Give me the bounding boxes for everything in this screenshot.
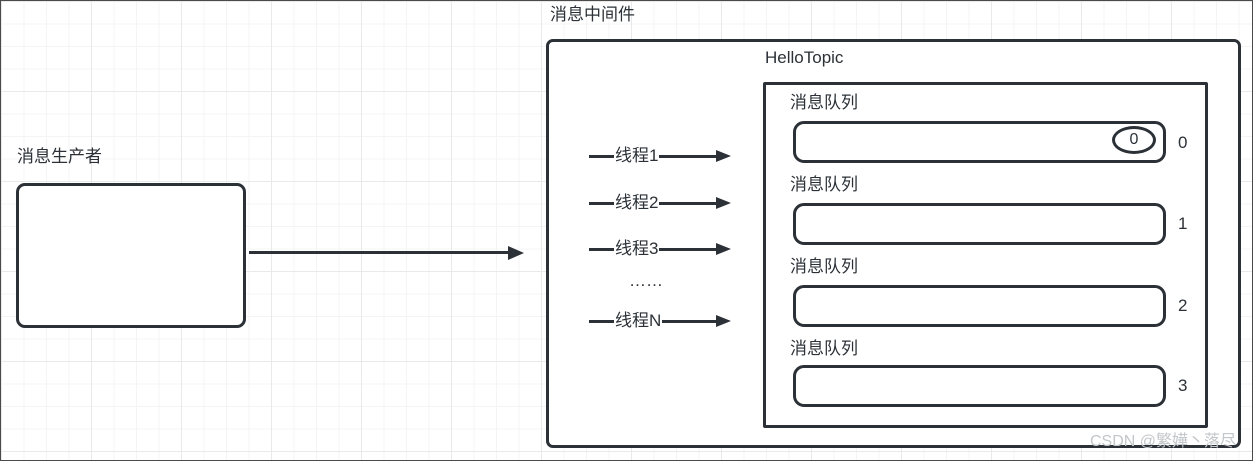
thread-arrow (659, 247, 716, 251)
queue-label: 消息队列 (790, 93, 858, 112)
thread-label: 线程1 (615, 146, 659, 165)
thread-tick-line (589, 319, 614, 323)
queue-index: 2 (1178, 296, 1188, 315)
thread-label: 线程N (615, 311, 662, 330)
thread-row: 线程N (589, 308, 731, 334)
producer-to-middleware-arrow (249, 251, 508, 254)
csdn-watermark: CSDN @繁嬅丶落尽 (1089, 433, 1236, 450)
queue-index: 0 (1178, 133, 1188, 152)
queue-rect (793, 121, 1166, 163)
queue-label: 消息队列 (790, 339, 858, 358)
thread-label: 线程2 (615, 193, 659, 212)
queue-rect (793, 365, 1166, 407)
queue-label: 消息队列 (790, 257, 858, 276)
thread-arrow (662, 319, 716, 323)
middleware-label: 消息中间件 (550, 5, 635, 24)
producer-box (16, 183, 246, 328)
thread-row: 线程2 (589, 190, 731, 216)
queue-rect (793, 285, 1166, 327)
thread-tick-line (589, 247, 614, 251)
thread-arrow (659, 154, 716, 158)
queue-rect (793, 203, 1166, 245)
topic-title: HelloTopic (765, 48, 844, 67)
thread-arrow (659, 201, 716, 205)
threads-ellipsis: …… (629, 271, 663, 290)
producer-label: 消息生产者 (17, 147, 102, 166)
queue-index: 3 (1178, 376, 1188, 395)
queue-label: 消息队列 (790, 175, 858, 194)
thread-label: 线程3 (615, 239, 659, 258)
thread-tick-line (589, 201, 614, 205)
queue-index: 1 (1178, 214, 1188, 233)
thread-row: 线程3 (589, 236, 731, 262)
thread-tick-line (589, 154, 614, 158)
thread-row: 线程1 (589, 143, 731, 169)
queue-message-badge: 0 (1112, 126, 1156, 154)
